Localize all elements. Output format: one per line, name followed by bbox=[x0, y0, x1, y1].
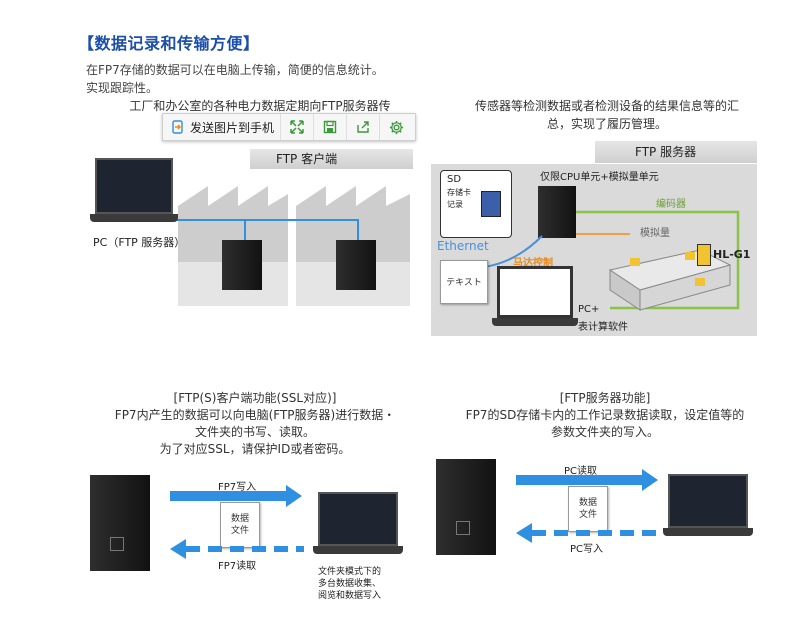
data-file-doc-left-line-1: 数据 bbox=[230, 514, 249, 524]
plc-device-left bbox=[90, 475, 150, 571]
fp7-write-label: FP7写入 bbox=[218, 482, 257, 493]
ethernet-label: Ethernet bbox=[437, 239, 489, 253]
encoder-label: 编码器 bbox=[656, 199, 686, 210]
data-file-doc-right-line-2: 文件 bbox=[578, 510, 597, 520]
cpu-unit-label: 仅限CPU单元+模拟量单元 bbox=[540, 172, 659, 183]
plc-unit-2 bbox=[336, 240, 376, 290]
wiring-lines bbox=[576, 210, 740, 310]
plc-unit-right bbox=[538, 186, 576, 238]
top-right-caption-2: 总，实现了履历管理。 bbox=[546, 117, 667, 131]
sensor-head-icon bbox=[697, 244, 711, 266]
bottom-left-caption-3: 文件夹的书写、读取。 bbox=[194, 425, 315, 439]
phone-send-icon bbox=[172, 120, 183, 134]
sensor-label: HL-G1 bbox=[713, 248, 751, 261]
save-icon bbox=[323, 120, 337, 134]
save-button[interactable] bbox=[313, 114, 346, 140]
data-file-doc-right: 数据 文件 bbox=[568, 486, 608, 532]
bottom-right-caption-1: [FTP服务器功能] bbox=[559, 391, 651, 405]
send-to-phone-button[interactable]: 发送图片到手机 bbox=[163, 114, 280, 140]
image-toolbar: 发送图片到手机 bbox=[162, 113, 416, 141]
data-file-doc-left-line-2: 文件 bbox=[230, 526, 249, 536]
ftp-server-banner: FTP 服务器 bbox=[595, 141, 757, 163]
sd-card-label: 存储卡 bbox=[447, 188, 471, 197]
data-file-doc-right-line-1: 数据 bbox=[578, 498, 597, 508]
data-file-doc-left: 数据 文件 bbox=[220, 502, 260, 548]
pc-ftp-server-label: PC（FTP 服务器） bbox=[93, 236, 186, 249]
network-lines bbox=[170, 219, 359, 240]
conveyor-machine bbox=[608, 249, 732, 311]
fp7-write-arrow bbox=[170, 491, 288, 501]
plc-unit-1 bbox=[222, 240, 262, 290]
bottom-left-caption-4: 为了对应SSL，请保护ID或者密码。 bbox=[159, 442, 351, 456]
intro-line-1: 在FP7存储的数据可以在电脑上传输，简便的信息统计。 bbox=[86, 63, 384, 77]
pc-write-arrowhead bbox=[516, 523, 532, 543]
intro-line-2: 实现跟踪性。 bbox=[86, 81, 159, 95]
text-document: テキスト bbox=[440, 260, 488, 304]
bottom-right-caption-2: FP7的SD存储卡内的工作记录数据读取，设定值等的 bbox=[465, 408, 745, 422]
folder-mode-note-line-2: 多台数据收集、 bbox=[318, 579, 382, 589]
top-left-caption: 工厂和办公室的各种电力数据定期向FTP服务器传 bbox=[129, 99, 391, 113]
pc-write-arrow bbox=[532, 530, 656, 536]
folder-mode-note-line-3: 阅览和数据写入 bbox=[318, 591, 382, 601]
expand-icon bbox=[290, 120, 304, 134]
bottom-right-caption-3: 参数文件夹的写入。 bbox=[550, 425, 659, 439]
share-button[interactable] bbox=[346, 114, 379, 140]
pc-laptop-bottom-right bbox=[663, 474, 753, 540]
pc-plus-label: PC+ bbox=[578, 304, 600, 315]
fp7-read-arrowhead bbox=[170, 539, 186, 559]
sd-callout: SD 存储卡 记录 bbox=[440, 170, 512, 238]
page-title: 【数据记录和传输方便】 bbox=[78, 34, 260, 53]
folder-mode-note: 文件夹模式下的 多台数据收集、 阅览和数据写入 bbox=[318, 566, 381, 602]
fp7-write-arrowhead bbox=[286, 485, 302, 507]
pc-read-arrowhead bbox=[642, 469, 658, 491]
fp7-read-label: FP7读取 bbox=[218, 561, 257, 572]
pc-write-label: PC写入 bbox=[570, 544, 604, 555]
analog-label: 模拟量 bbox=[640, 228, 670, 239]
pc-read-label: PC读取 bbox=[564, 466, 598, 477]
pc-laptop-right bbox=[492, 266, 578, 332]
send-to-phone-label: 发送图片到手机 bbox=[190, 120, 275, 135]
sd-card-icon bbox=[481, 191, 501, 217]
pc-laptop-left bbox=[90, 158, 178, 224]
pc-read-arrow bbox=[516, 475, 644, 485]
top-right-caption-1: 传感器等检测数据或者检测设备的结果信息等的汇 bbox=[474, 99, 739, 113]
sd-record-label: 记录 bbox=[447, 200, 463, 209]
bottom-left-caption-1: [FTP(S)客户端功能(SSL对应)] bbox=[173, 391, 337, 405]
fp7-read-arrow bbox=[186, 546, 304, 552]
pc-laptop-bottom-left bbox=[313, 492, 403, 558]
expand-button[interactable] bbox=[280, 114, 313, 140]
ftp-client-banner: FTP 客户端 bbox=[250, 149, 413, 169]
bottom-left-caption-2: FP7内产生的数据可以向电脑(FTP服务器)进行数据・ bbox=[114, 408, 396, 422]
settings-button[interactable] bbox=[379, 114, 412, 140]
settings-icon bbox=[389, 120, 403, 134]
share-icon bbox=[357, 121, 369, 133]
folder-mode-note-line-1: 文件夹模式下的 bbox=[318, 567, 382, 577]
spreadsheet-label: 表计算软件 bbox=[578, 322, 628, 333]
sd-label: SD bbox=[447, 174, 462, 185]
plc-device-right bbox=[436, 459, 496, 555]
motor-control-label: 马达控制 bbox=[513, 258, 553, 269]
